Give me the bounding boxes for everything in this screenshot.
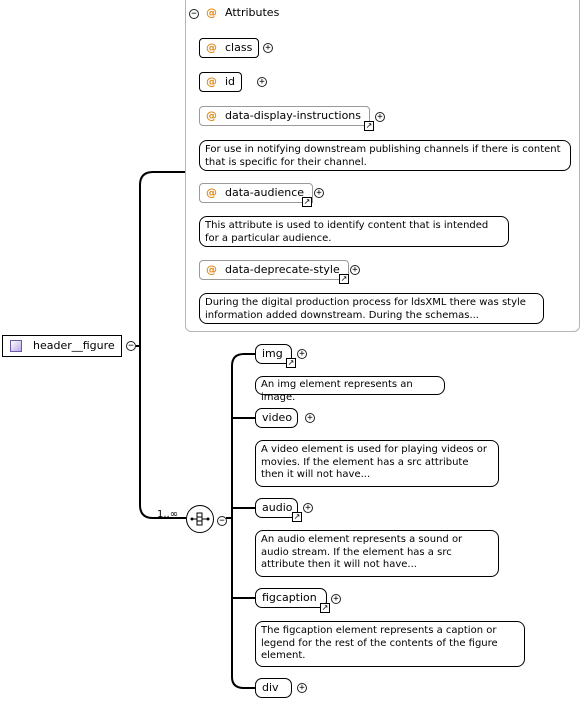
sequence-compositor[interactable] xyxy=(186,505,214,533)
attribute-name: id xyxy=(225,75,236,88)
attributes-header: @ Attributes xyxy=(206,6,279,19)
attribute-marker-icon: @ xyxy=(206,186,217,199)
element-audio[interactable]: audio xyxy=(255,498,298,518)
root-element-name: header__figure xyxy=(33,339,115,352)
element-name: figcaption xyxy=(262,591,317,604)
attribute-marker-icon: @ xyxy=(206,6,217,19)
attribute-marker-icon: @ xyxy=(206,109,217,122)
sequence-icon xyxy=(190,512,210,526)
reference-arrow-icon: ↗ xyxy=(320,603,330,613)
attribute-marker-icon: @ xyxy=(206,263,217,276)
attribute-name: class xyxy=(225,41,253,54)
expand-button[interactable]: + xyxy=(303,503,313,513)
attribute-documentation: This attribute is used to identify conte… xyxy=(199,216,509,247)
reference-arrow-icon: ↗ xyxy=(339,274,349,284)
element-documentation: An audio element represents a sound or a… xyxy=(255,530,499,577)
attributes-collapse-button[interactable]: − xyxy=(189,9,199,19)
expand-button[interactable]: + xyxy=(297,349,307,359)
reference-arrow-icon: ↗ xyxy=(364,121,374,131)
expand-button[interactable]: + xyxy=(314,188,324,198)
reference-arrow-icon: ↗ xyxy=(292,512,302,522)
attribute-name: data-deprecate-style xyxy=(225,263,340,276)
expand-button[interactable]: + xyxy=(350,265,360,275)
expand-button[interactable]: + xyxy=(331,594,341,604)
element-name: div xyxy=(262,681,279,694)
element-name: video xyxy=(262,411,293,424)
attribute-marker-icon: @ xyxy=(206,75,217,88)
expand-button[interactable]: + xyxy=(257,77,267,87)
expand-button[interactable]: + xyxy=(305,413,315,423)
attribute-name: data-display-instructions xyxy=(225,109,361,122)
reference-arrow-icon: ↗ xyxy=(286,358,296,368)
reference-arrow-icon: ↗ xyxy=(302,197,312,207)
element-type-icon xyxy=(10,340,22,352)
expand-button[interactable]: + xyxy=(263,43,273,53)
attribute-documentation: For use in notifying downstream publishi… xyxy=(199,140,571,171)
cardinality-label: 1..∞ xyxy=(157,509,179,520)
attributes-title: Attributes xyxy=(225,6,280,19)
attribute-marker-icon: @ xyxy=(206,41,217,54)
element-div[interactable]: div xyxy=(255,678,292,698)
expand-button[interactable]: + xyxy=(297,683,307,693)
sequence-collapse-button[interactable]: − xyxy=(217,516,227,526)
element-documentation: The figcaption element represents a capt… xyxy=(255,621,525,667)
element-img[interactable]: img xyxy=(255,344,292,364)
element-name: audio xyxy=(262,501,293,514)
root-element-box[interactable]: header__figure xyxy=(2,335,122,357)
attribute-class[interactable]: @ class xyxy=(199,38,260,58)
element-name: img xyxy=(262,347,283,360)
element-documentation: A video element is used for playing vide… xyxy=(255,440,499,487)
element-figcaption[interactable]: figcaption xyxy=(255,588,327,608)
attribute-data-audience[interactable]: @ data-audience xyxy=(199,183,313,203)
element-documentation: An img element represents an image. xyxy=(255,376,445,403)
attribute-data-deprecate-style[interactable]: @ data-deprecate-style xyxy=(199,260,349,280)
attribute-name: data-audience xyxy=(225,186,305,199)
attribute-id[interactable]: @ id xyxy=(199,72,243,92)
element-video[interactable]: video xyxy=(255,408,298,428)
root-collapse-button[interactable]: − xyxy=(126,341,136,351)
attribute-documentation: During the digital production process fo… xyxy=(199,293,544,324)
expand-button[interactable]: + xyxy=(375,112,385,122)
attribute-data-display-instructions[interactable]: @ data-display-instructions xyxy=(199,106,370,126)
